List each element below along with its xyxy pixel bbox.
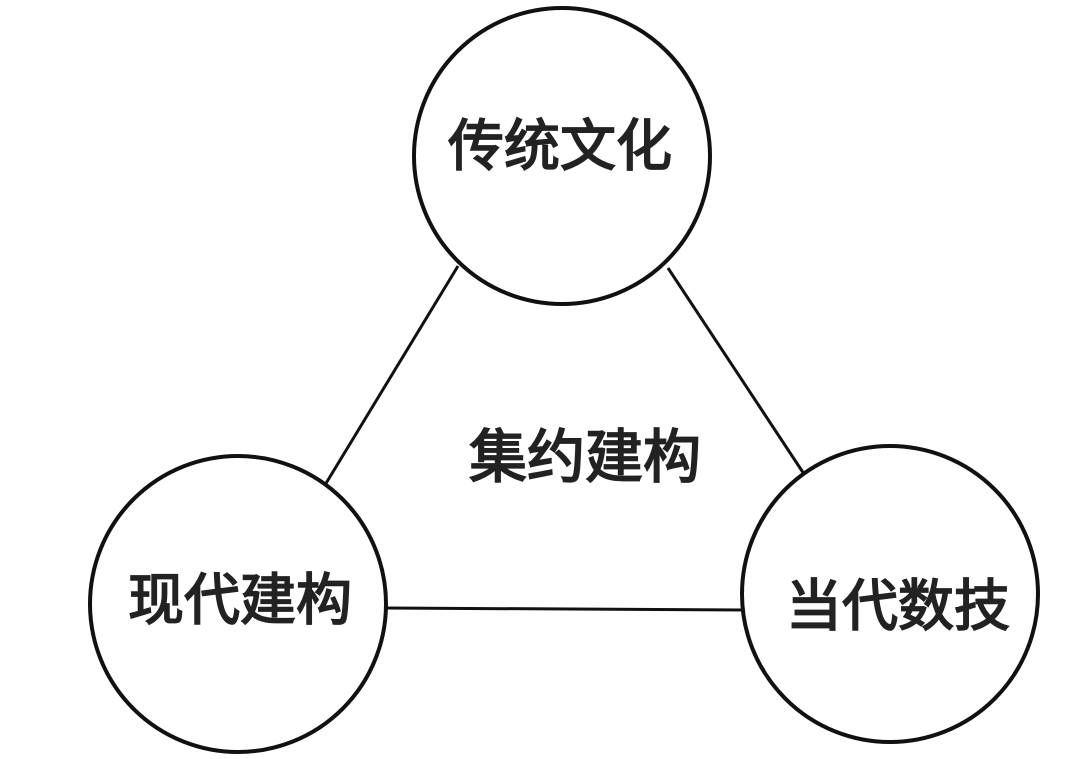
node-top: 传统文化 (412, 6, 712, 306)
node-left-label: 现代建构 (128, 568, 352, 634)
node-top-circle (412, 6, 712, 306)
node-left: 现代建构 (88, 454, 388, 754)
node-left-circle (88, 454, 388, 754)
center-label: 集约建构 (468, 423, 701, 491)
connector-top-left (323, 265, 460, 486)
node-top-label: 传统文化 (447, 114, 672, 180)
node-right-label: 当代数技 (786, 574, 1010, 640)
node-right-circle (740, 444, 1040, 744)
connector-left-right (385, 606, 744, 612)
connector-top-right (666, 267, 808, 478)
node-right: 当代数技 (740, 444, 1040, 744)
